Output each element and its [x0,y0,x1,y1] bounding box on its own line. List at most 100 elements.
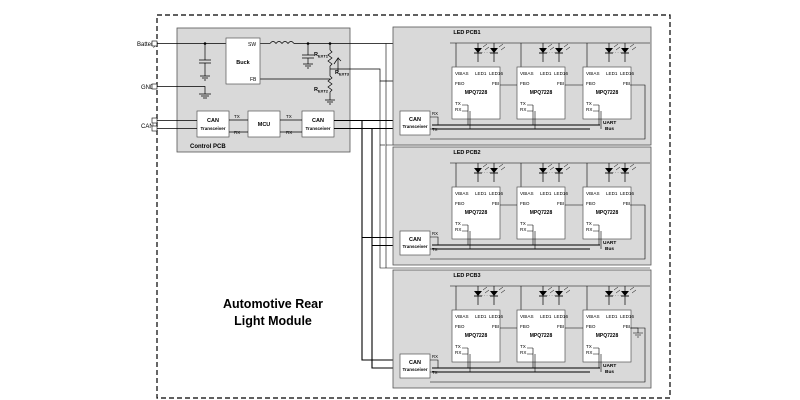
led-emission [498,286,506,294]
tx-label: TX [234,114,240,119]
battery-label: Battery [137,42,156,48]
uart-label: UART [603,120,616,126]
led-emission [563,163,571,171]
transceiver-uart [430,236,442,250]
can-transceiver-sublabel: Transceiver [402,244,427,249]
uart-label: Bus [605,246,614,252]
led-emission [613,286,621,294]
chip-fbo-pin: FBO [586,81,596,86]
module-title-line2: Light Module [234,314,312,328]
gnd-wiring [157,86,211,99]
module-title-line1: Automotive Rear [223,297,323,311]
led-triangle [555,291,563,296]
led-icon [555,43,571,62]
led-triangle [490,168,498,173]
led-triangle [490,48,498,53]
led-string-dots: · · · · · [612,293,623,298]
chip-led1-pin: LED1 [540,71,552,76]
led-triangle [474,48,482,53]
chip-fbo-pin: FBO [455,81,465,86]
chip-rx-pin: RX [455,107,461,112]
led-emission [482,163,490,171]
chip-fbo-pin: FBO [455,201,465,206]
led-string-dots: · · · · · [481,50,492,55]
uart-label: UART [603,363,616,369]
chip-fbi-pin: FBI [557,81,564,86]
junction [203,42,207,45]
chip-vbias-pin: VBIAS [455,191,469,196]
control-can-transceiver-right [301,110,335,138]
chip-fbi-pin: FBI [492,81,499,86]
led-icon [539,163,555,182]
chip-body [516,186,566,240]
rext1-label: REXT1 [314,52,329,59]
led-triangle [621,48,629,53]
led-triangle [539,48,547,53]
chip-fbi-pin: FBI [623,324,630,329]
chip-led1-pin: LED1 [475,191,487,196]
chip-tx-pin: TX [586,344,592,349]
chip-led16-pin: LED16 [620,314,634,319]
led-triangle [555,168,563,173]
chip-vbias-pin: VBIAS [520,191,534,196]
led-triangle [490,291,498,296]
can-transceiver-sublabel: Transceiver [200,126,225,131]
led-triangle [539,291,547,296]
chip-fbi-pin: FBI [557,324,564,329]
led-triangle [605,48,613,53]
chip-tx-pin: TX [455,221,461,226]
chip-fbo-pin: FBO [520,81,530,86]
led-emission [498,43,506,51]
buck-sw-pin: SW [248,42,256,48]
led-pcb-title: LED PCB3 [453,273,480,279]
led-emission [563,286,571,294]
chip-name: MPQ7228 [596,90,619,96]
led-emission [547,43,555,51]
led-icon [621,286,637,305]
chip-body [451,309,501,363]
chip-name: MPQ7228 [465,90,488,96]
chip-vbias-pin: VBIAS [520,71,534,76]
led-triangle [474,291,482,296]
led-icon [490,286,506,305]
uart-stub [593,224,599,232]
chip-body [451,186,501,240]
led-triangle [621,168,629,173]
uart-stub [527,104,533,112]
can-transceiver-label: CAN [409,360,421,366]
chip-fbo-pin: FBO [455,324,465,329]
rx-label: RX [234,130,240,135]
rx-label: RX [432,354,438,359]
transceiver-uart [430,359,442,373]
chip-rx-pin: RX [586,350,592,355]
tx-label: TX [432,370,438,375]
fbi-return [430,204,646,260]
led-icon [474,43,490,62]
led-emission [547,286,555,294]
led-icon [539,286,555,305]
chip-tx-pin: TX [455,101,461,106]
led-emission [547,163,555,171]
chip-led1-pin: LED1 [540,191,552,196]
chip-tx-pin: TX [586,221,592,226]
chip-fbi-pin: FBI [492,324,499,329]
chip-led1-pin: LED1 [606,71,618,76]
chip-led16-pin: LED16 [620,191,634,196]
led-string-dots: · · · · · [546,293,557,298]
led-icon [539,43,555,62]
buck-fb-pin: FB [250,77,257,83]
gnd-label: GND [141,85,155,91]
led-triangle [605,168,613,173]
transceiver-uart [430,116,442,130]
can-transceiver-label: CAN [409,237,421,243]
rx-label: RX [432,111,438,116]
can-transceiver-sublabel: Transceiver [402,367,427,372]
can-bus-wiring [334,119,400,369]
rx-label: RX [432,231,438,236]
